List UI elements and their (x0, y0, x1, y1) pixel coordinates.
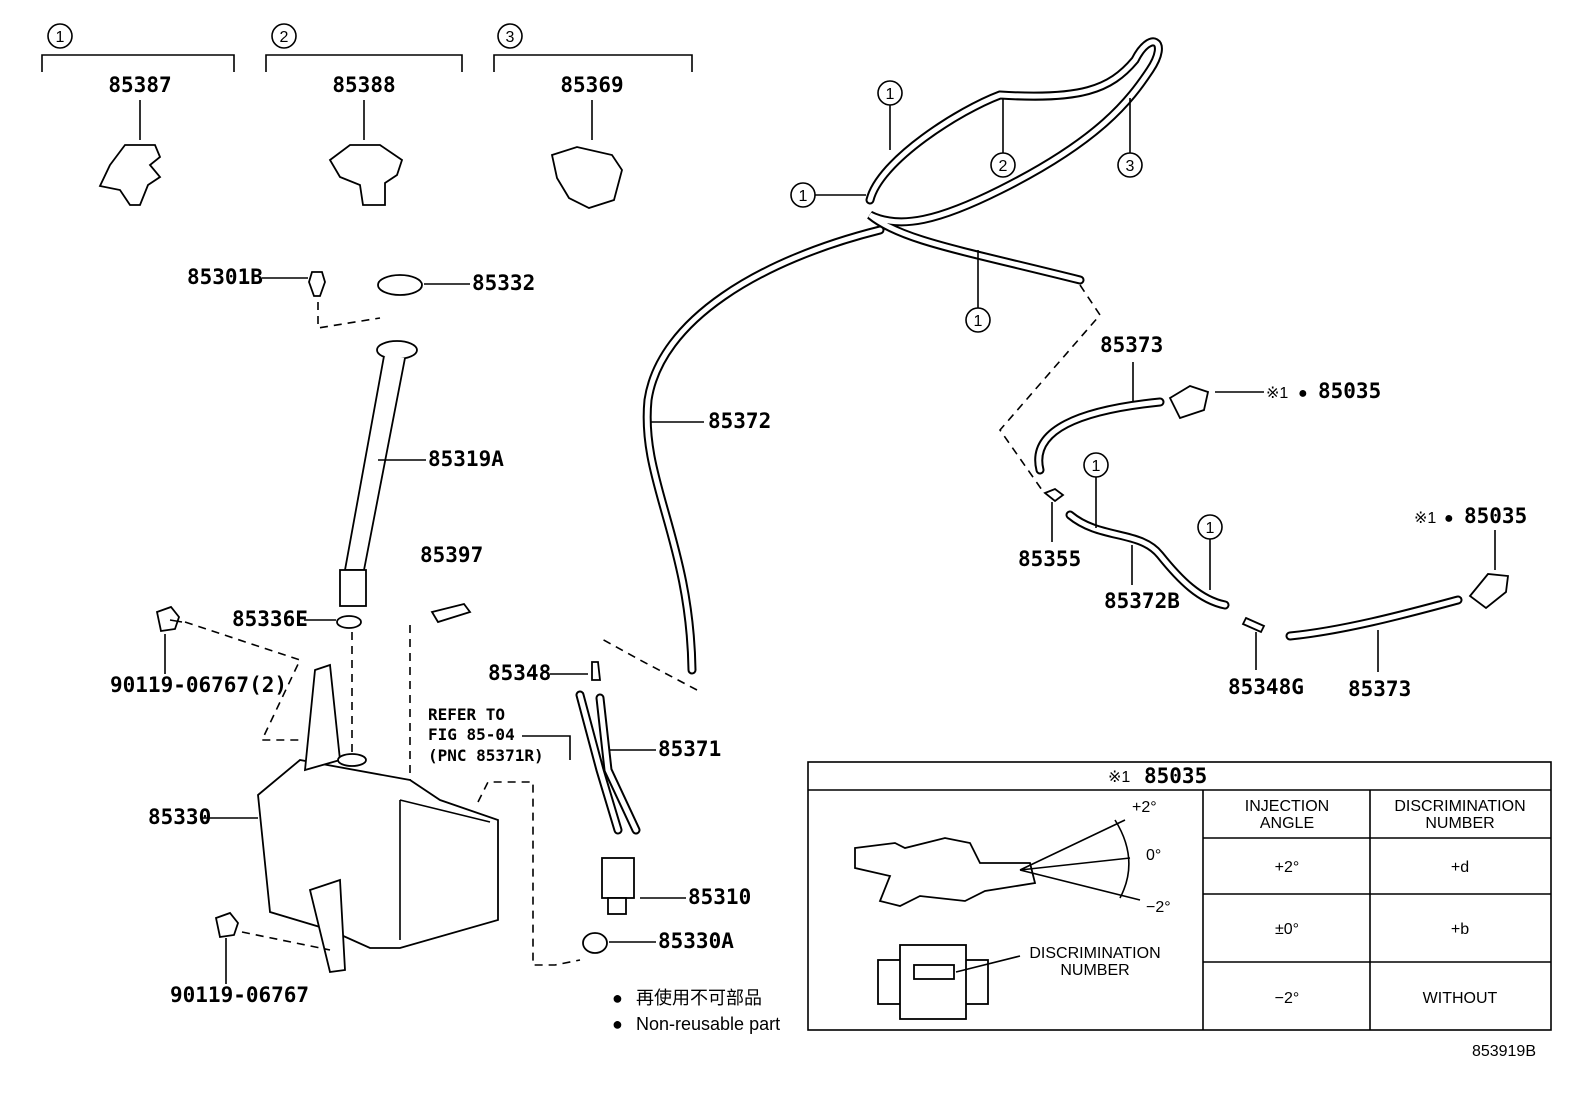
refer-note-line: (PNC 85371R) (428, 746, 544, 765)
part-label: 85372B (1104, 589, 1180, 613)
bolt-85301B-icon (308, 271, 326, 297)
angle-mark: −2° (1146, 899, 1171, 916)
nozzle-85035-icon (1468, 573, 1510, 610)
hose-clip-marker: 1 (1206, 520, 1215, 537)
hose-clip-marker: 2 (999, 158, 1008, 175)
part-label: 85397 (420, 543, 483, 567)
hose-clip-marker: 1 (1092, 458, 1101, 475)
col-header-number: NUMBER (1425, 815, 1494, 832)
callout-text: DISCRIMINATION (1029, 945, 1160, 962)
table-cell-number: WITHOUT (1423, 990, 1498, 1007)
legend-dot: ● (612, 1014, 623, 1034)
pump-assembly: 85372 85348 85371 85310 85330A (488, 225, 885, 954)
clip-85388-icon (328, 144, 404, 206)
part-label: 85330A (658, 929, 734, 953)
joint-85355-icon (1043, 487, 1065, 503)
valve-85348G-icon (1241, 616, 1266, 634)
hose-routing: 1 1 2 3 1 85373 ※1 ● 85035 85355 1 1 (790, 37, 1527, 701)
part-label: 85348 (488, 661, 551, 685)
table-title-part: 85035 (1144, 764, 1207, 788)
table-cell-angle: +2° (1275, 859, 1300, 876)
hose-clip-marker: 3 (1126, 158, 1135, 175)
clip-group-num: 1 (56, 29, 65, 46)
figure-id: 853919B (1472, 1043, 1536, 1060)
gasket-85336E-icon (336, 615, 362, 629)
part-label: 85371 (658, 737, 721, 761)
nonreusable-dot: ● (1444, 510, 1454, 527)
cap-85332-icon (377, 274, 423, 296)
part-label: 85373 (1100, 333, 1163, 357)
clip-group-num: 2 (280, 29, 289, 46)
part-label: 85332 (472, 271, 535, 295)
part-label: 85310 (688, 885, 751, 909)
part-label: 90119-06767 (170, 983, 309, 1007)
part-label: 85373 (1348, 677, 1411, 701)
clip-group-2: 2 85388 (265, 23, 463, 206)
clip-group-1: 1 85387 (41, 23, 235, 206)
part-label: 85301B (187, 265, 263, 289)
hose-clip-marker: 1 (886, 86, 895, 103)
table-cell-number: +b (1451, 921, 1469, 938)
grommet-85330A-icon (582, 932, 608, 954)
hose-clip-marker: 1 (974, 313, 983, 330)
table-cell-angle: ±0° (1275, 921, 1299, 938)
part-label: 85348G (1228, 675, 1304, 699)
valve-85348-icon (591, 661, 602, 681)
hose-clip-marker: 1 (799, 188, 808, 205)
table-cell-number: +d (1451, 859, 1469, 876)
col-header-angle: INJECTION (1245, 798, 1329, 815)
refer-note-line: REFER TO (428, 705, 505, 724)
angle-mark: +2° (1132, 799, 1157, 816)
refer-note-line: FIG 85-04 (428, 725, 515, 744)
part-label: 85369 (560, 73, 623, 97)
table-title-mark: ※1 (1108, 769, 1130, 786)
part-label: 85355 (1018, 547, 1081, 571)
part-label: 85035 (1464, 504, 1527, 528)
part-label: 85372 (708, 409, 771, 433)
pump-85310-icon (601, 857, 635, 899)
nonreusable-dot: ● (1298, 385, 1308, 402)
tank-assembly: 85301B 85332 85319A 85397 85336E 90119-0… (110, 265, 581, 1007)
clip-85387-icon (98, 144, 162, 206)
mark-symbol: ※1 (1414, 510, 1436, 527)
callout-text: NUMBER (1060, 962, 1129, 979)
angle-mark: 0° (1146, 847, 1161, 864)
nozzle-85035-icon (1168, 385, 1210, 420)
nozzle-angle-drawing-icon (854, 837, 1037, 907)
part-label: 85330 (148, 805, 211, 829)
part-label: 85387 (108, 73, 171, 97)
legend: ● 再使用不可部品 ● Non-reusable part (612, 988, 780, 1034)
bolt-90119-icon (155, 605, 181, 633)
part-label: 85388 (332, 73, 395, 97)
sensor-85397-icon (430, 602, 472, 624)
clip-85369-icon (550, 146, 623, 209)
clip-group-3: 3 85369 (493, 23, 693, 209)
part-label: 85035 (1318, 379, 1381, 403)
nozzle-table: ※1 85035 INJECTION ANGLE DISCRIMINATION … (807, 761, 1552, 1031)
col-header-angle: ANGLE (1260, 815, 1314, 832)
table-cell-angle: −2° (1275, 990, 1300, 1007)
part-label: 90119-06767(2) (110, 673, 287, 697)
part-label: 85336E (232, 607, 308, 631)
clip-group-num: 3 (506, 29, 515, 46)
legend-jp: 再使用不可部品 (636, 988, 762, 1008)
bolt-90119-icon (214, 911, 240, 939)
legend-dot: ● (612, 988, 623, 1008)
tank-85330-icon (257, 759, 499, 949)
part-label: 85319A (428, 447, 504, 471)
filler-pipe-85319A-icon (343, 355, 406, 571)
mark-symbol: ※1 (1266, 385, 1288, 402)
legend-en: Non-reusable part (636, 1014, 780, 1034)
col-header-number: DISCRIMINATION (1394, 798, 1525, 815)
